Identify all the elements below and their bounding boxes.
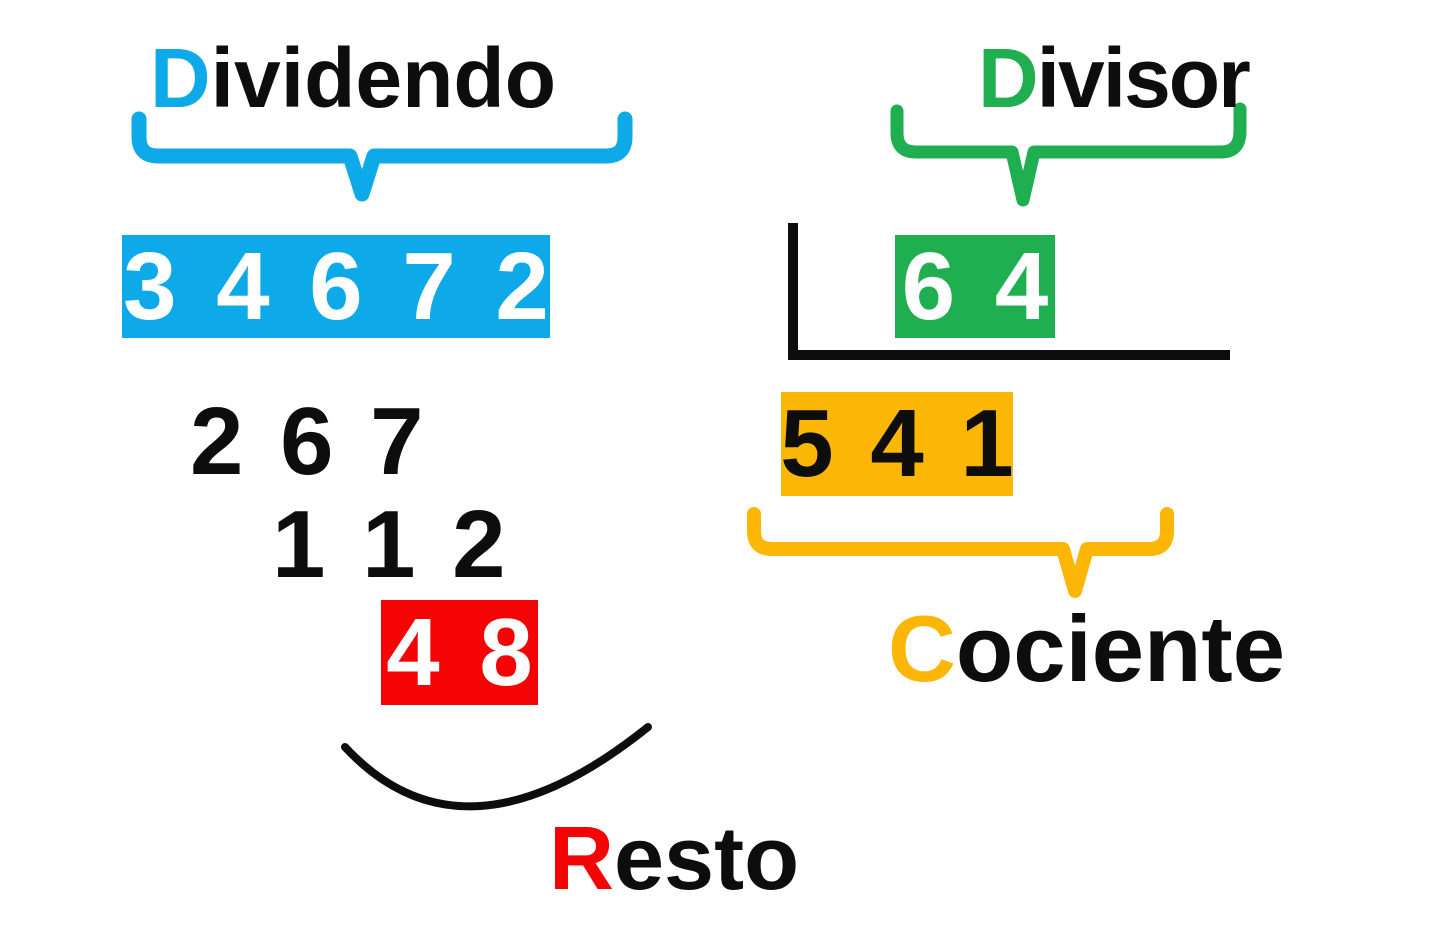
division-bracket-vertical-line: [788, 223, 798, 360]
divisor-label: Divisor: [978, 36, 1251, 120]
cociente-label: Cociente: [888, 602, 1285, 696]
dividendo-label-initial: D: [150, 31, 211, 125]
partial-remainder-row-2: 1 1 2: [272, 491, 506, 598]
cociente-label-initial: C: [888, 596, 956, 701]
resto-label-rest: esto: [614, 809, 800, 909]
quotient-brace: [747, 507, 1174, 598]
divisor-label-initial: D: [978, 31, 1039, 125]
quotient-value: 5 4 1: [780, 390, 1014, 497]
dividend-value: 3 4 6 7 2: [123, 232, 549, 340]
resto-label-initial: R: [549, 809, 614, 909]
dividendo-label: Dividendo: [150, 36, 556, 120]
partial-remainder-row-1: 2 6 7: [190, 388, 424, 495]
quotient-value-box: 5 4 1: [780, 390, 1014, 497]
divisor-value-box: 6 4: [895, 235, 1055, 338]
remainder-value-box: 4 8: [381, 600, 538, 705]
remainder-value: 4 8: [386, 598, 533, 706]
divisor-label-rest: ivisor: [1036, 31, 1251, 125]
division-bracket-horizontal-line: [788, 350, 1230, 360]
dividend-brace: [131, 111, 633, 202]
dividendo-label-rest: ividendo: [210, 31, 557, 125]
resto-label: Resto: [549, 814, 799, 904]
divisor-value: 6 4: [901, 232, 1049, 340]
remainder-arc: [341, 723, 652, 811]
dividend-value-box: 3 4 6 7 2: [122, 235, 550, 338]
cociente-label-rest: ociente: [955, 596, 1285, 701]
